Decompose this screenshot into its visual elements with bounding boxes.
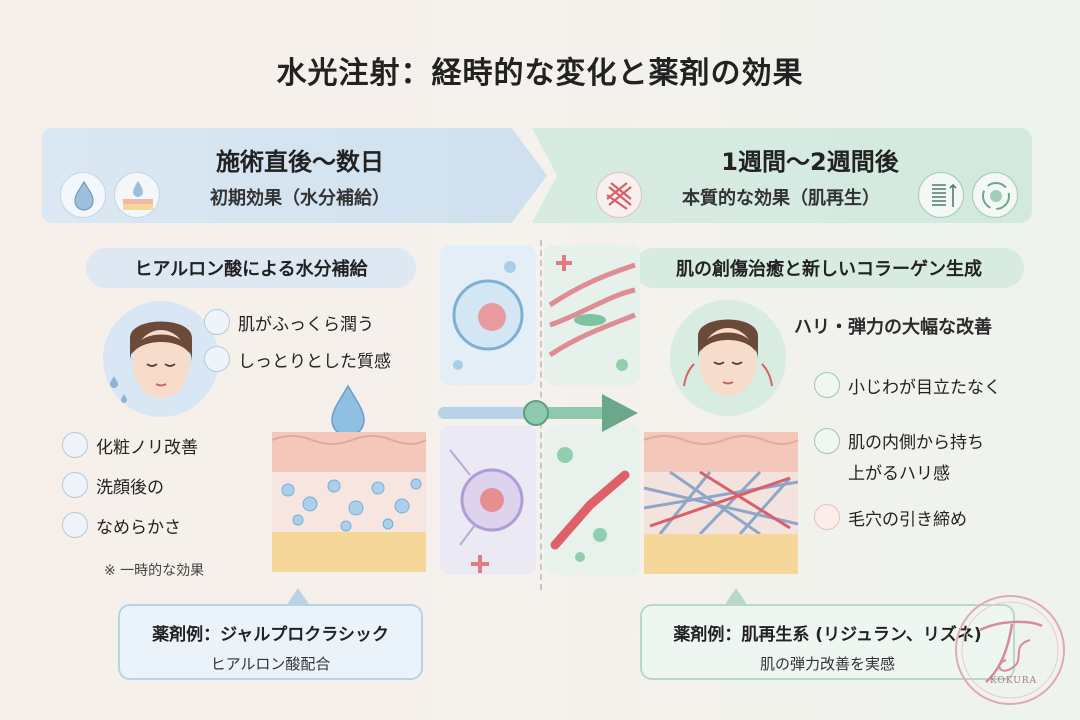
right-banner-title: 1週間～2週間後 <box>721 148 899 176</box>
left-bullet-2: 洗顔後の <box>62 472 164 498</box>
skin-drop-icon <box>114 172 160 218</box>
left-bullet-3: なめらかさ <box>62 512 181 538</box>
pore-icon <box>814 504 840 530</box>
left-drug-callout: 薬剤例：ジャルプロクラシック ヒアルロン酸配合 <box>118 604 423 680</box>
water-drop-icon <box>60 172 106 218</box>
smooth-sparkle-icon <box>62 512 88 538</box>
spring-elasticity-icon <box>918 172 964 218</box>
right-bullet-2: 肌の内側から持ち 上がるハリ感 <box>814 428 984 484</box>
brand-logo-text: KOKURA <box>990 676 1038 686</box>
right-drug-callout: 薬剤例：肌再生系 (リジュラン、リズネ) 肌の弾力改善を実感 <box>640 604 1015 680</box>
skin-layer-hydrated <box>271 384 427 572</box>
face-bullet-left-1: 肌がふっくら潤う <box>204 309 374 335</box>
cell-illustration <box>440 245 640 575</box>
brand-logo <box>955 595 1065 705</box>
moisture-dots-icon <box>204 309 230 335</box>
right-bullet-1: 小じわが目立たなく <box>814 372 1001 398</box>
wrinkle-waves-icon <box>814 372 840 398</box>
face-hydrated-illustration <box>103 301 219 417</box>
skin-texture-icon <box>204 346 230 372</box>
left-bullet-1: 化粧ノリ改善 <box>62 432 198 458</box>
right-headline: ハリ・弾力の大幅な改善 <box>794 317 992 338</box>
right-drug-subtitle: 肌の弾力改善を実感 <box>759 655 895 673</box>
face-bullet-left-2: しっとりとした質感 <box>204 346 391 372</box>
left-banner-subtitle: 初期効果（水分補給） <box>210 188 390 209</box>
skin-layer-regenerated <box>643 432 799 574</box>
left-section-title: ヒアルロン酸による水分補給 <box>86 248 416 288</box>
page-title: 水光注射：経時的な変化と薬剤の効果 <box>276 56 804 91</box>
sparkle-icon <box>62 432 88 458</box>
callout-pointer-right <box>724 588 748 606</box>
right-banner-subtitle: 本質的な効果（肌再生） <box>682 188 880 209</box>
brush-icon <box>62 472 88 498</box>
regeneration-icon <box>972 172 1018 218</box>
right-drug-title: 薬剤例：肌再生系 (リジュラン、リズネ) <box>673 625 982 645</box>
callout-pointer-left <box>286 588 310 606</box>
collagen-fiber-icon <box>596 172 642 218</box>
left-drug-title: 薬剤例：ジャルプロクラシック <box>152 625 389 645</box>
temporary-note: ※ 一時的な効果 <box>104 563 205 579</box>
right-bullet-3: 毛穴の引き締め <box>814 504 967 530</box>
left-banner-title: 施術直後～数日 <box>216 148 384 176</box>
face-lifted-illustration <box>670 300 786 416</box>
left-drug-subtitle: ヒアルロン酸配合 <box>210 655 331 673</box>
check-icon <box>814 428 840 454</box>
progress-arrow <box>438 394 638 432</box>
right-section-title: 肌の創傷治癒と新しいコラーゲン生成 <box>634 248 1024 288</box>
